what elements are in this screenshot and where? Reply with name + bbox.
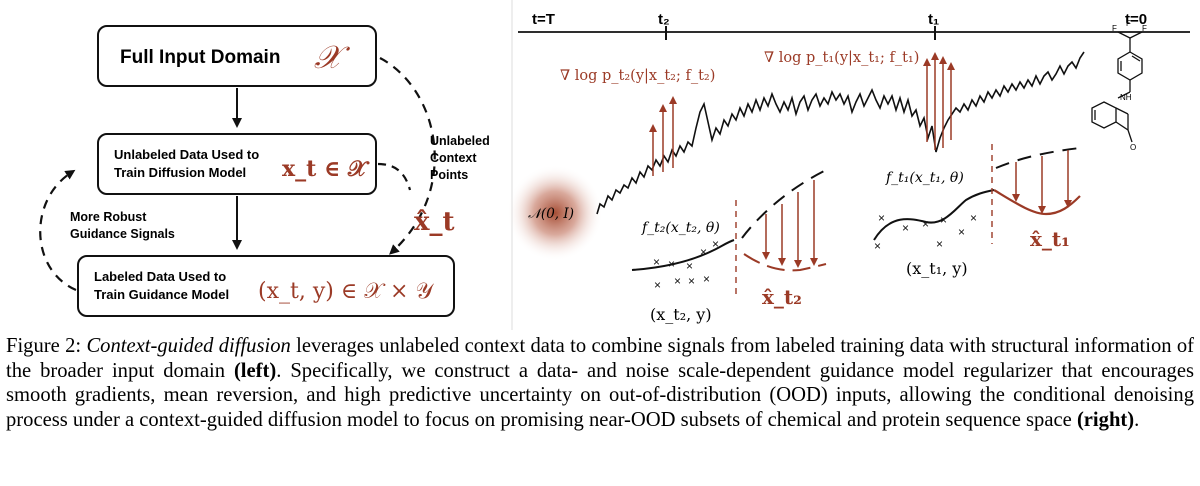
svg-text:×: × bbox=[688, 274, 695, 288]
timeline-label-t1: t₁ bbox=[928, 11, 939, 28]
grad-label-t1: ∇ log p_t₁(y|x_t₁; f_t₁) bbox=[764, 50, 919, 66]
context-label-2: Context bbox=[430, 151, 477, 165]
reversion-arrows-t1 bbox=[1012, 150, 1072, 214]
figure-caption: Figure 2: Context-guided diffusion lever… bbox=[6, 334, 1194, 432]
grad-arrows-t1 bbox=[923, 52, 955, 150]
box-unlabeled-line2: Train Diffusion Model bbox=[114, 165, 246, 180]
svg-text:×: × bbox=[958, 225, 965, 239]
dashed-arrow-unlabeled-out bbox=[377, 162, 412, 191]
svg-text:×: × bbox=[686, 259, 693, 273]
xhat-t1-label: x̂_t₁ bbox=[1030, 227, 1070, 251]
timeline-label-t0: t=0 bbox=[1125, 11, 1147, 28]
svg-text:×: × bbox=[674, 274, 681, 288]
data-points-t1: × × × × × × × × bbox=[874, 211, 977, 253]
fit-curve-t2 bbox=[631, 239, 735, 271]
svg-text:×: × bbox=[970, 211, 977, 225]
xhat-t2-label: x̂_t₂ bbox=[762, 285, 802, 309]
caption-left: (left) bbox=[233, 359, 277, 382]
caption-end: . bbox=[1134, 408, 1140, 431]
svg-text:×: × bbox=[703, 272, 710, 286]
svg-text:×: × bbox=[668, 257, 675, 271]
timeline-label-tT: t=T bbox=[532, 11, 555, 28]
svg-text:×: × bbox=[940, 213, 947, 227]
reverted-curve-t2 bbox=[743, 253, 827, 272]
data-t2-label: (x_t₂, y) bbox=[650, 305, 712, 324]
context-label-1: Unlabeled bbox=[430, 134, 490, 148]
robust-label-2: Guidance Signals bbox=[70, 227, 175, 241]
svg-text:×: × bbox=[653, 255, 660, 269]
mol-f3: F bbox=[1142, 24, 1147, 33]
box-unlabeled-math: x_t ∈ 𝒳 bbox=[282, 156, 370, 182]
fit-curve-t1 bbox=[873, 189, 995, 241]
grad-arrows-t2 bbox=[649, 96, 677, 176]
caption-part1: leverages unlabeled context data to comb… bbox=[6, 335, 1195, 382]
right-panel: t=T t₂ t₁ t=0 ∇ log p_t₂(y|x_t₂; f_t₂) ∇… bbox=[507, 11, 1190, 324]
box-labeled-line1: Labeled Data Used to bbox=[94, 269, 226, 284]
svg-text:×: × bbox=[874, 239, 881, 253]
mol-f2: F bbox=[1126, 19, 1131, 28]
mol-f1: F bbox=[1112, 24, 1117, 33]
mol-nh: NH bbox=[1120, 93, 1132, 102]
timeline-label-t2: t₂ bbox=[658, 11, 670, 28]
svg-text:×: × bbox=[654, 278, 661, 292]
box-unlabeled-line1: Unlabeled Data Used to bbox=[114, 147, 259, 162]
svg-text:×: × bbox=[922, 217, 929, 231]
box-full-input-label: Full Input Domain bbox=[120, 47, 280, 68]
reversion-arrows-t2 bbox=[762, 180, 818, 268]
mean-dashed-t2 bbox=[741, 169, 827, 239]
noise-glow bbox=[507, 165, 603, 261]
box-full-input bbox=[97, 25, 377, 87]
diffusion-trajectory bbox=[596, 51, 1085, 215]
svg-text:×: × bbox=[878, 211, 885, 225]
svg-text:×: × bbox=[902, 221, 909, 235]
molecule-structure bbox=[1091, 31, 1143, 143]
box-unlabeled bbox=[97, 133, 377, 195]
context-label-3: Points bbox=[430, 168, 468, 182]
data-points-t2: ××× ×× ×××× bbox=[653, 237, 719, 292]
grad-label-t2: ∇ log p_t₂(y|x_t₂; f_t₂) bbox=[560, 68, 715, 84]
f-t2-label: f_t₂(x_t₂, θ) bbox=[641, 220, 720, 236]
dashed-arrow-context bbox=[379, 57, 436, 255]
mean-dashed-t1 bbox=[995, 147, 1081, 169]
mol-o: O bbox=[1130, 143, 1136, 152]
box-labeled bbox=[77, 255, 455, 317]
noise-label: 𝒩(0, I) bbox=[528, 206, 574, 222]
dashed-arrow-robust bbox=[39, 169, 77, 292]
figure-2: Full Input Domain 𝒳 Unlabeled Data Used … bbox=[39, 0, 1190, 330]
svg-text:×: × bbox=[936, 237, 943, 251]
box-labeled-line2: Train Guidance Model bbox=[94, 287, 229, 302]
data-t1-label: (x_t₁, y) bbox=[906, 259, 968, 278]
reverted-curve-t1 bbox=[993, 189, 1081, 216]
f-t1-label: f_t₁(x_t₁, θ) bbox=[885, 170, 964, 186]
caption-part2: . Specifically, we construct a data- and… bbox=[6, 359, 1194, 431]
robust-label-1: More Robust bbox=[70, 210, 147, 224]
svg-text:×: × bbox=[700, 245, 707, 259]
box-labeled-math: (x_t, y) ∈ 𝒳 × 𝒴 bbox=[258, 279, 434, 304]
caption-right: (right) bbox=[1076, 408, 1135, 431]
caption-italic: Context-guided diffusion bbox=[86, 335, 291, 357]
caption-prefix: Figure 2: bbox=[6, 335, 82, 357]
x-hat-t-label: x̂_t bbox=[414, 207, 455, 237]
left-panel: Full Input Domain 𝒳 Unlabeled Data Used … bbox=[39, 25, 490, 317]
svg-text:×: × bbox=[712, 237, 719, 251]
